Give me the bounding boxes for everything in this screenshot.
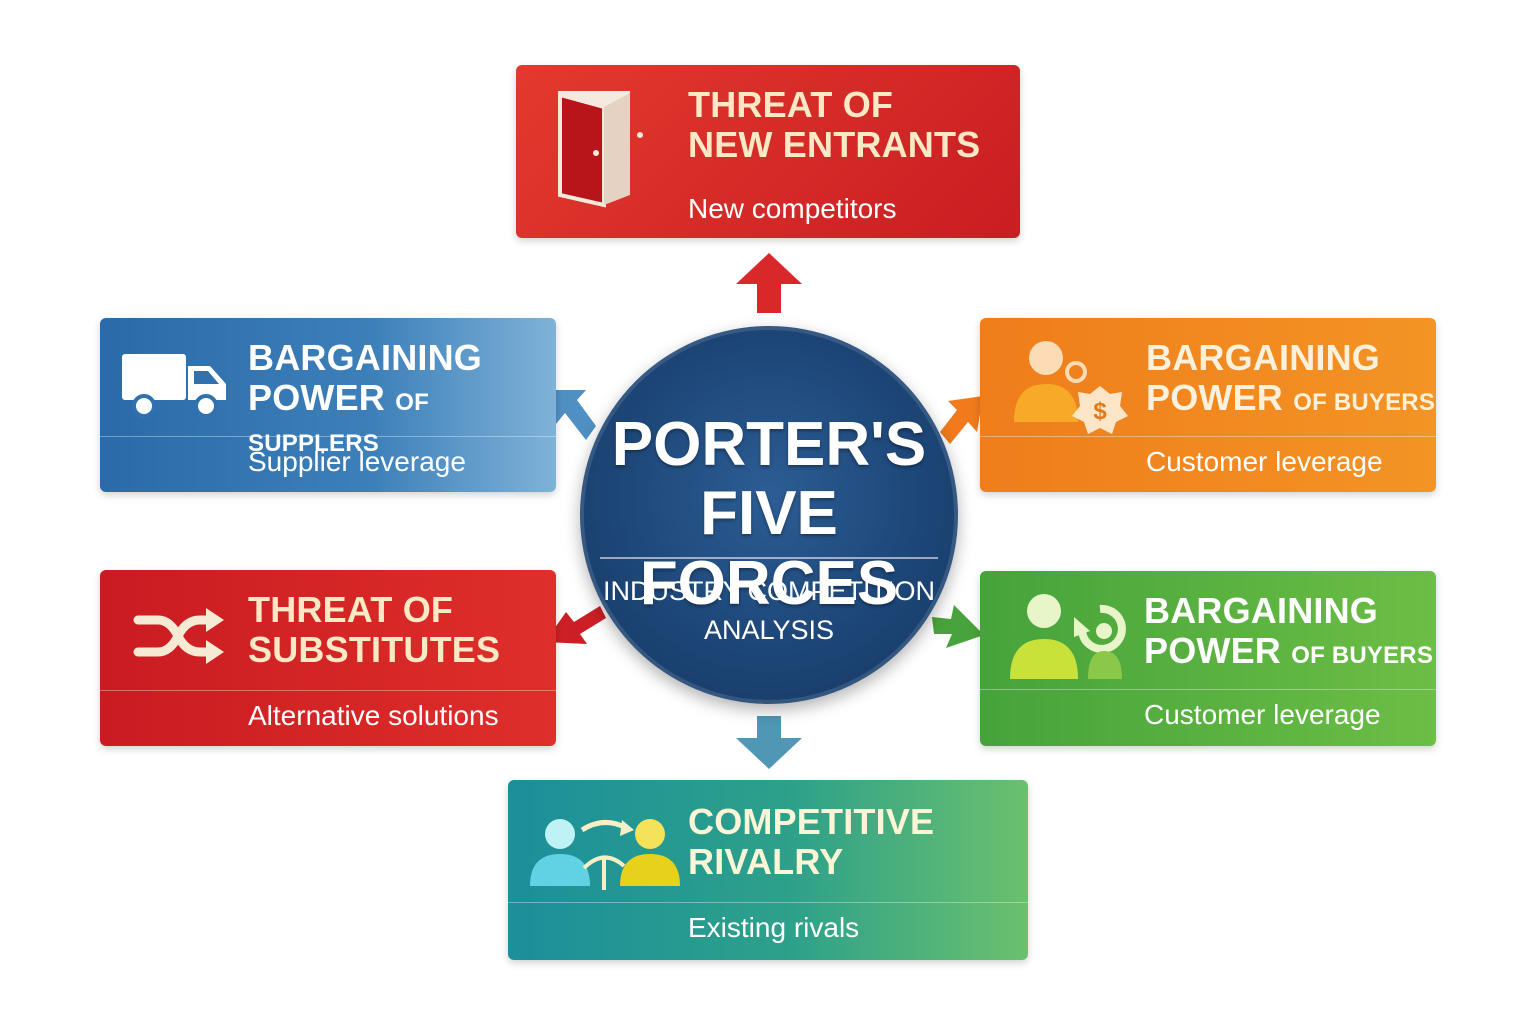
rivals-exchange-icon: [530, 819, 680, 890]
title-line-2: POWER OF BUYERS: [1146, 378, 1435, 418]
title-line-1: THREAT OF: [688, 84, 894, 125]
title-line-1: BARGAINING: [1146, 337, 1380, 378]
card-bargaining-power-suppliers: BARGAINING POWER OF SUPPLERS Supplier le…: [100, 318, 556, 492]
card-subtitle: Supplier leverage: [248, 446, 466, 477]
center-divider: [600, 557, 938, 559]
arrow-to-buyers-2: [932, 605, 984, 648]
card-divider: [100, 690, 556, 691]
card-title: COMPETITIVE RIVALRY: [688, 801, 935, 883]
card-divider: [980, 436, 1436, 437]
card-subtitle: New competitors: [688, 193, 897, 224]
title-line-1: BARGAINING: [1144, 590, 1378, 631]
title-line-1: BARGAINING: [248, 337, 482, 378]
buyer-refresh-icon: [1010, 594, 1126, 679]
card-threat-of-substitutes: THREAT OF SUBSTITUTES Alternative soluti…: [100, 570, 556, 746]
card-subtitle: Customer leverage: [1144, 699, 1381, 730]
buyer-dollar-icon: $: [1014, 341, 1128, 434]
title-line-2: POWER OF SUPPLERS: [248, 378, 556, 459]
title-line-2: RIVALRY: [688, 841, 844, 883]
title-line-2: POWER OF BUYERS: [1144, 631, 1433, 671]
center-title: PORTER'S FIVE FORCES: [580, 410, 958, 618]
center-title-line-2: FIVE FORCES: [639, 479, 899, 618]
title-line-2: SUBSTITUTES: [248, 629, 501, 671]
title-line-1: COMPETITIVE: [688, 801, 935, 842]
card-subtitle: Alternative solutions: [248, 700, 499, 731]
title-word: POWER: [1144, 630, 1282, 672]
center-title-line-1: PORTER'S: [611, 410, 927, 479]
title-small: OF BUYERS: [1291, 642, 1434, 670]
arrow-to-buyers: [940, 396, 983, 444]
arrow-to-substitutes: [545, 606, 606, 644]
center-subtitle-line-2: ANALYSIS: [703, 615, 835, 646]
card-competitive-rivalry: COMPETITIVE RIVALRY Existing rivals: [508, 780, 1028, 960]
svg-text:$: $: [1093, 398, 1107, 425]
title-line-2: NEW ENTRANTS: [688, 124, 981, 166]
title-word: POWER: [1146, 377, 1284, 419]
card-title: BARGAINING POWER OF BUYERS: [1144, 590, 1433, 672]
title-small: OF SUPPLERS: [248, 389, 429, 457]
card-bargaining-power-buyers: $ BARGAINING POWER OF BUYERS Customer le…: [980, 318, 1436, 492]
center-circle: PORTER'S FIVE FORCES INDUSTRY COMPETITIO…: [580, 326, 958, 704]
card-bargaining-power-buyers-2: BARGAINING POWER OF BUYERS Customer leve…: [980, 571, 1436, 746]
card-subtitle: Customer leverage: [1146, 446, 1383, 477]
card-title: BARGAINING POWER OF SUPPLERS: [248, 337, 556, 459]
card-divider: [508, 902, 1028, 903]
center-subtitle-line-1: INDUSTRY COMPETITION: [602, 576, 936, 606]
shuffle-icon: [133, 608, 224, 664]
arrow-down-rivalry: [736, 716, 802, 769]
card-divider: [100, 436, 556, 437]
card-title: BARGAINING POWER OF BUYERS: [1146, 337, 1435, 419]
card-threat-of-new-entrants: THREAT OF NEW ENTRANTS New competitors: [516, 65, 1020, 238]
arrow-to-suppliers: [548, 390, 596, 440]
title-small: OF BUYERS: [1293, 389, 1436, 417]
door-icon: [558, 91, 643, 208]
truck-icon: [122, 354, 226, 418]
card-subtitle: Existing rivals: [688, 912, 860, 943]
card-title: THREAT OF NEW ENTRANTS: [688, 84, 981, 166]
title-word: POWER: [248, 377, 386, 419]
center-subtitle: INDUSTRY COMPETITION ANALYSIS: [580, 572, 958, 650]
card-divider: [980, 689, 1436, 690]
title-line-1: THREAT OF: [248, 589, 454, 630]
arrow-up-entrants: [736, 253, 802, 313]
card-title: THREAT OF SUBSTITUTES: [248, 589, 501, 671]
